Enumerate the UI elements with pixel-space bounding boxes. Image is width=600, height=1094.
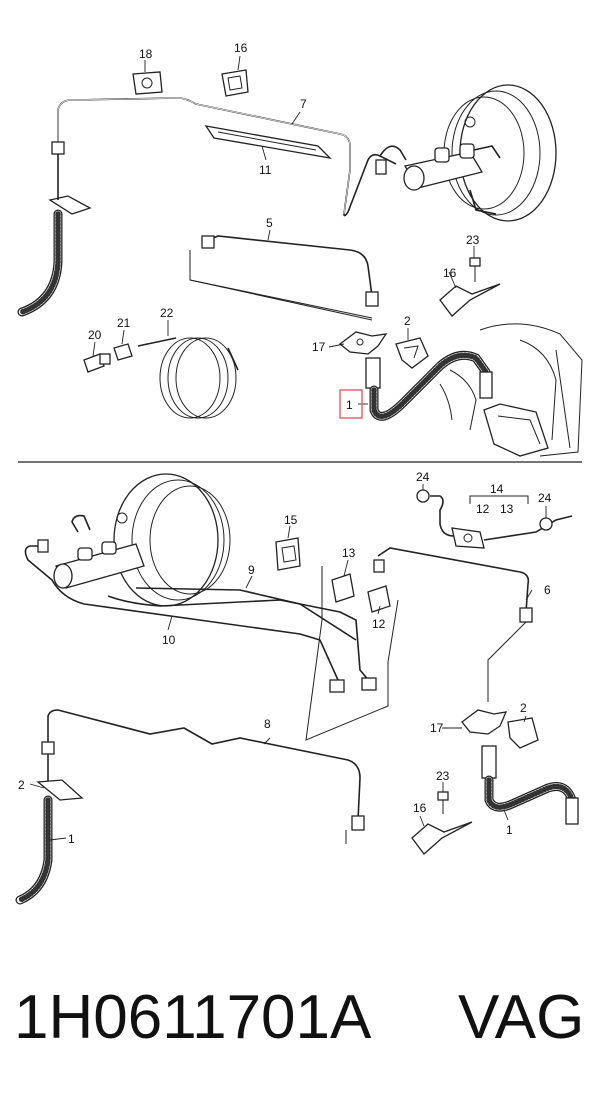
callout-17: 17 (312, 340, 326, 354)
callout-16-b: 16 (443, 266, 457, 280)
plug-20 (83, 353, 111, 373)
part-number: 1H0611701A (14, 983, 372, 1052)
pipe-5 (189, 235, 379, 321)
master-cylinder-bottom (53, 514, 145, 589)
brake-booster-bottom (113, 473, 231, 607)
fitting-12 (367, 585, 391, 613)
callout-23-bottom: 23 (436, 769, 450, 783)
top-assembly: 18 16 7 11 5 23 16 17 2 1 20 21 22 (17, 41, 583, 457)
callout-21: 21 (117, 316, 131, 330)
callout-13-top: 13 (500, 502, 514, 516)
master-cylinder-top (403, 143, 501, 215)
brand-name: VAG (458, 983, 585, 1052)
pipe-8 (41, 709, 365, 844)
callout-2: 2 (404, 314, 411, 328)
hose-1-bottom (481, 745, 579, 825)
callout-2-left: 2 (18, 778, 25, 792)
highlight-box (339, 389, 363, 419)
hose-1-top (365, 350, 493, 421)
caption: 1H0611701A VAG (0, 968, 600, 1068)
callout-1-right: 1 (506, 823, 513, 837)
callout-1-left: 1 (68, 832, 75, 846)
callout-12: 12 (372, 617, 386, 631)
callout-10: 10 (162, 633, 176, 647)
clip-16-right (439, 283, 501, 317)
screw-23-bottom (437, 791, 449, 814)
callout-16-bottom: 16 (413, 801, 427, 815)
fitting-13 (331, 573, 355, 603)
clip-2-top (395, 337, 429, 369)
plug-21 (113, 343, 133, 361)
callout-1: 1 (346, 398, 353, 412)
screw-23-top (469, 257, 481, 282)
coil-22 (137, 337, 239, 419)
grommet-18 (132, 71, 163, 95)
callout-14: 14 (490, 482, 504, 496)
callout-22: 22 (160, 306, 174, 320)
callout-7: 7 (300, 97, 307, 111)
callout-8: 8 (264, 717, 271, 731)
left-hose-bottom (15, 754, 84, 905)
callout-16: 16 (234, 41, 248, 55)
clip-15 (275, 537, 301, 571)
callout-12-top: 12 (476, 502, 490, 516)
brake-line-diagram: 18 16 7 11 5 23 16 17 2 1 20 21 22 (15, 41, 583, 905)
left-hose-top (17, 154, 92, 317)
callout-9: 9 (248, 563, 255, 577)
clip-16-bottom (411, 821, 473, 855)
bracket-17-top (338, 331, 388, 355)
clip-2-bottom (507, 717, 539, 749)
callout-20: 20 (88, 328, 102, 342)
bottom-assembly: 24 14 12 13 24 15 13 9 6 12 10 2 17 8 23… (15, 470, 579, 905)
suspension-top (439, 323, 583, 457)
callout-11: 11 (259, 163, 272, 177)
callout-24-right: 24 (538, 491, 552, 505)
callout-24-left: 24 (416, 470, 430, 484)
callout-6: 6 (544, 583, 551, 597)
callout-2-right: 2 (520, 701, 527, 715)
clip-16-top (221, 69, 249, 97)
callout-23: 23 (466, 233, 480, 247)
callout-18: 18 (139, 47, 153, 61)
callout-5: 5 (266, 216, 273, 230)
callout-13: 13 (342, 546, 356, 560)
valve-14 (416, 489, 573, 549)
callout-17-bottom: 17 (430, 721, 444, 735)
bracket-17-bottom (461, 709, 508, 735)
callout-15: 15 (284, 513, 298, 527)
